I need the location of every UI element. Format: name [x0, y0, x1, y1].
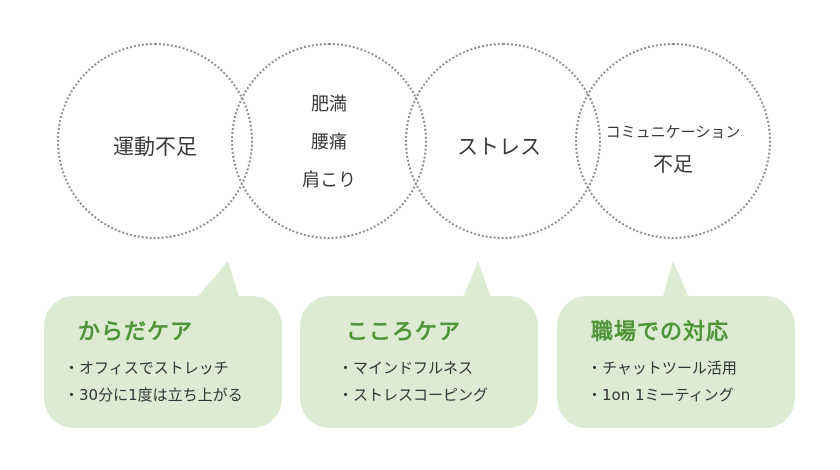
circle-line: 不足	[652, 152, 693, 176]
circle-line: 肩こり	[302, 170, 356, 191]
circle-label-health: 肥満 腰痛 肩こり	[302, 86, 356, 200]
circle-line: 運動不足	[113, 135, 197, 159]
circle-communication	[575, 43, 771, 239]
bubble-title: からだケア	[78, 320, 194, 345]
bubble-mind-care: こころケア ・マインドフルネス ・ストレスコーピング	[300, 296, 538, 428]
tail-body-care	[195, 261, 240, 300]
bubble-item: ・30分に1度は立ち上がる	[64, 386, 243, 404]
circle-label-exercise: 運動不足	[113, 131, 197, 161]
bubble-item: ・マインドフルネス	[338, 359, 474, 377]
circle-label-stress: ストレス	[457, 131, 541, 161]
bubble-workplace: 職場での対応 ・チャットツール活用 ・1on 1ミーティング	[557, 296, 795, 428]
bubble-title: 職場での対応	[591, 320, 730, 345]
bubble-item: ・ストレスコーピング	[338, 386, 489, 404]
bubble-item: ・オフィスでストレッチ	[64, 359, 229, 377]
circle-line: ストレス	[457, 135, 541, 159]
tail-workplace	[662, 261, 690, 300]
bubble-body-care: からだケア ・オフィスでストレッチ ・30分に1度は立ち上がる	[44, 296, 282, 428]
tail-mind-care	[462, 261, 492, 300]
bubble-item: ・チャットツール活用	[587, 359, 737, 377]
circle-line: 腰痛	[311, 132, 347, 153]
circle-label-communication: コミュニケーション 不足	[606, 116, 741, 180]
circle-line: 肥満	[311, 94, 347, 115]
circle-line: コミュニケーション	[605, 123, 741, 141]
bubble-item: ・1on 1ミーティング	[587, 386, 734, 404]
bubble-title: こころケア	[346, 320, 462, 345]
